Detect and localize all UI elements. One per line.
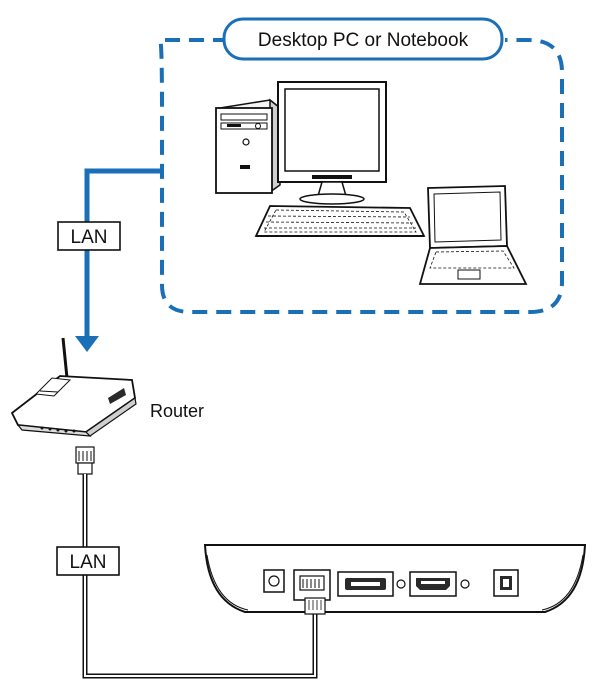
arrow-down-icon: [75, 336, 99, 352]
media-player-icon: [203, 544, 587, 615]
svg-text:LAN: LAN: [70, 552, 107, 573]
pc-group-boundary: [158, 38, 564, 314]
monitor-icon: [277, 81, 387, 205]
group-title-text: Desktop PC or Notebook: [258, 30, 469, 51]
router-icon: [10, 337, 137, 437]
lan-label-top: LAN: [57, 221, 121, 251]
group-title: Desktop PC or Notebook: [222, 17, 504, 61]
keyboard-icon: [254, 205, 426, 237]
laptop-icon: [418, 185, 528, 285]
rj45-plug-icon: [75, 446, 95, 475]
svg-text:LAN: LAN: [71, 227, 108, 248]
desktop-tower-icon: [215, 98, 282, 194]
lan-label-bottom: LAN: [56, 546, 120, 576]
lan-link-pc-router: [75, 168, 164, 352]
router-label: Router: [150, 401, 204, 421]
